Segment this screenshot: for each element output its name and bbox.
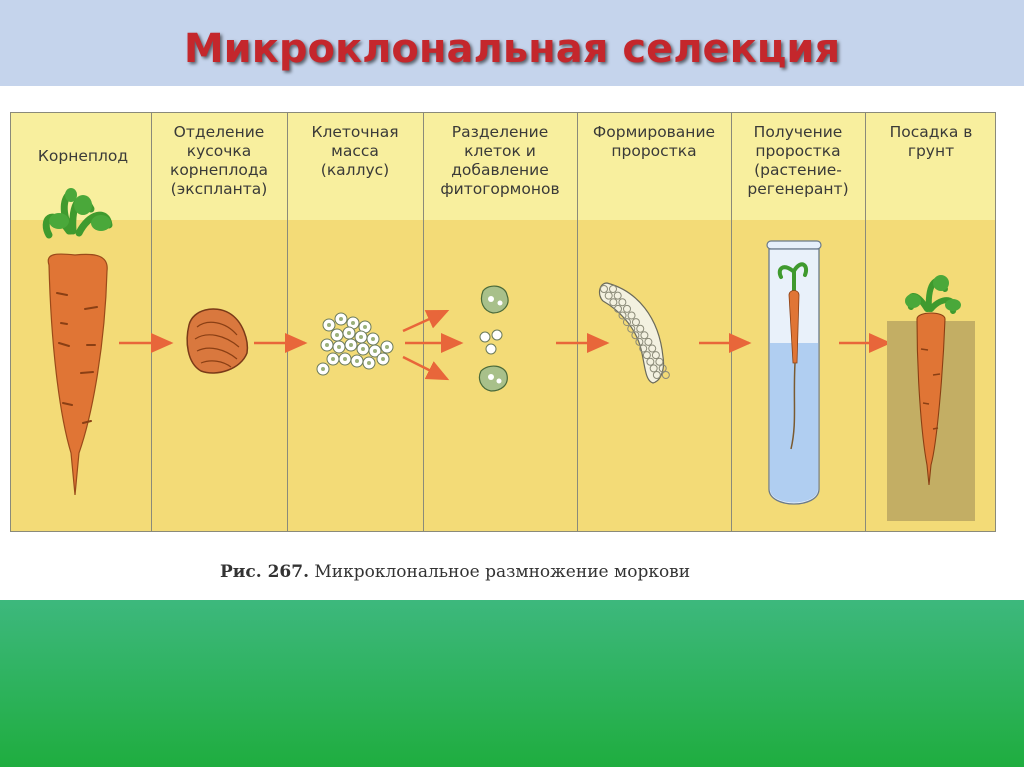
cell-nucleus <box>335 333 339 337</box>
carrot-image <box>46 188 111 495</box>
cell-nucleus <box>331 357 335 361</box>
cell-nucleus <box>361 347 365 351</box>
test-tube-image <box>767 241 821 504</box>
cell-nucleus <box>321 367 325 371</box>
stage-illustrations <box>11 113 997 533</box>
figure-caption-text: Микроклональное размножение моркови <box>314 562 690 582</box>
cell-nucleus <box>343 357 347 361</box>
cell-nucleus <box>381 357 385 361</box>
callus-image <box>317 313 393 375</box>
arrow-icon <box>403 357 447 379</box>
cell-nucleus <box>349 343 353 347</box>
process-diagram: Корнеплод Отделение кусочка корнеплода (… <box>10 112 996 532</box>
explant-image <box>187 309 247 373</box>
cell-nucleus <box>367 361 371 365</box>
cell-nucleus <box>371 337 375 341</box>
planted-carrot-image <box>887 275 975 521</box>
cell-nucleus <box>347 331 351 335</box>
divided-cells-image <box>479 286 508 391</box>
cell-nucleus <box>355 359 359 363</box>
cell-nucleus <box>373 349 377 353</box>
cell-nucleus <box>351 321 355 325</box>
cell-nucleus <box>327 323 331 327</box>
cell-nucleus <box>339 317 343 321</box>
cell-nucleus <box>363 325 367 329</box>
cell-nucleus <box>325 343 329 347</box>
figure-number: Рис. 267. <box>220 562 309 582</box>
cell-nucleus <box>337 345 341 349</box>
figure-caption: Рис. 267. Микроклональное размножение мо… <box>220 562 690 582</box>
cell-nucleus <box>385 345 389 349</box>
arrow-icon <box>403 311 447 331</box>
slide-title: Микроклональная селекция <box>0 26 1024 72</box>
cell-nucleus <box>359 335 363 339</box>
sprout-cell <box>662 372 669 379</box>
bottom-band <box>0 600 1024 767</box>
sprout-image <box>600 283 670 383</box>
